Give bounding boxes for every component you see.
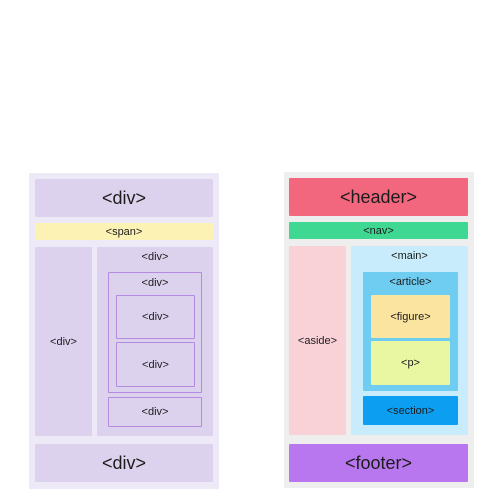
inner-div-block-a: <div> <box>116 295 195 339</box>
header-block: <header> <box>289 178 468 216</box>
side-div-block: <div> <box>35 247 92 436</box>
inner-div-block-c: <div> <box>108 397 202 427</box>
span-block: <span> <box>35 223 213 240</box>
figure-block: <figure> <box>371 295 450 338</box>
inner-div-block-b: <div> <box>116 342 195 387</box>
nav-block: <nav> <box>289 222 468 239</box>
aside-block: <aside> <box>289 246 346 435</box>
footer-block: <footer> <box>289 444 468 482</box>
paragraph-block: <p> <box>371 341 450 385</box>
section-block: <section> <box>363 396 458 425</box>
top-div-block: <div> <box>35 179 213 217</box>
bottom-div-block: <div> <box>35 444 213 482</box>
